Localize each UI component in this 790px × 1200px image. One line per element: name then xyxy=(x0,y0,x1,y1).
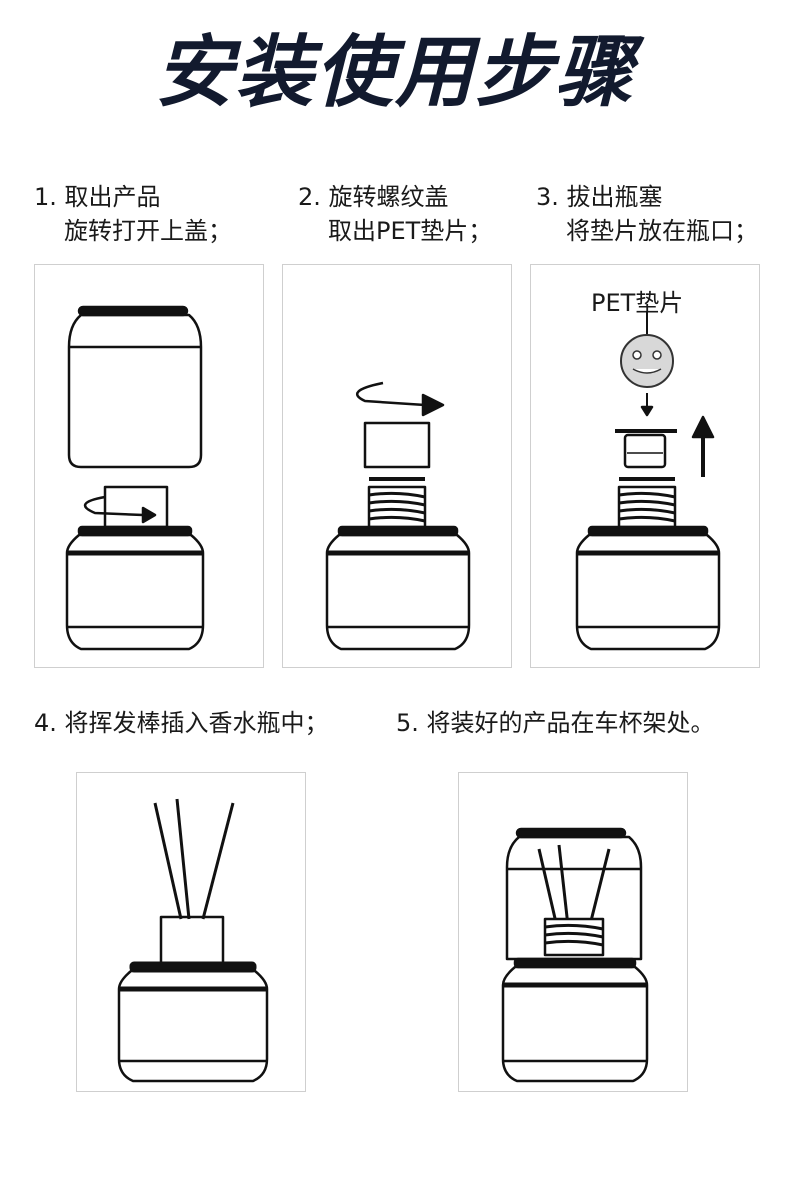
gasket-label: PET垫片 xyxy=(591,289,684,317)
bottle-reed-sticks-icon xyxy=(117,798,269,1083)
bottle-thread-cap-icon xyxy=(325,381,471,651)
step-text: 将装好的产品在车杯架处。 xyxy=(426,709,715,737)
step-number: 2. xyxy=(298,183,321,211)
step-5-illustration xyxy=(458,772,688,1092)
step-number: 5. xyxy=(396,709,419,737)
step-number: 1. xyxy=(34,183,57,211)
bottle-assembled-icon xyxy=(501,827,649,1083)
step-number: 4. xyxy=(34,709,57,737)
step-text: 将挥发棒插入香水瓶中； xyxy=(64,709,329,737)
step-5-caption: 5. 将装好的产品在车杯架处。 xyxy=(396,706,715,740)
step-text-line2: 取出PET垫片； xyxy=(328,217,493,245)
step-1-illustration xyxy=(34,264,264,668)
page-title: 安装使用步骤 xyxy=(154,28,635,118)
step-text: 旋转螺纹盖 xyxy=(328,183,449,211)
step-4-caption: 4. 将挥发棒插入香水瓶中； xyxy=(34,706,329,740)
step-1-caption: 1. 取出产品 旋转打开上盖； xyxy=(34,180,232,248)
step-text-line2: 将垫片放在瓶口； xyxy=(566,217,758,245)
step-3-illustration: PET垫片 xyxy=(530,264,760,668)
step-number: 3. xyxy=(536,183,559,211)
bottle-open-lid-icon xyxy=(65,305,205,651)
step-text: 取出产品 xyxy=(64,183,161,211)
step-2-caption: 2. 旋转螺纹盖 取出PET垫片； xyxy=(298,180,492,248)
step-2-illustration xyxy=(282,264,512,668)
step-text: 拔出瓶塞 xyxy=(566,183,663,211)
step-4-illustration xyxy=(76,772,306,1092)
step-text-line2: 旋转打开上盖； xyxy=(64,217,232,245)
step-3-caption: 3. 拔出瓶塞 将垫片放在瓶口； xyxy=(536,180,758,248)
bottle-gasket-icon xyxy=(575,311,721,651)
